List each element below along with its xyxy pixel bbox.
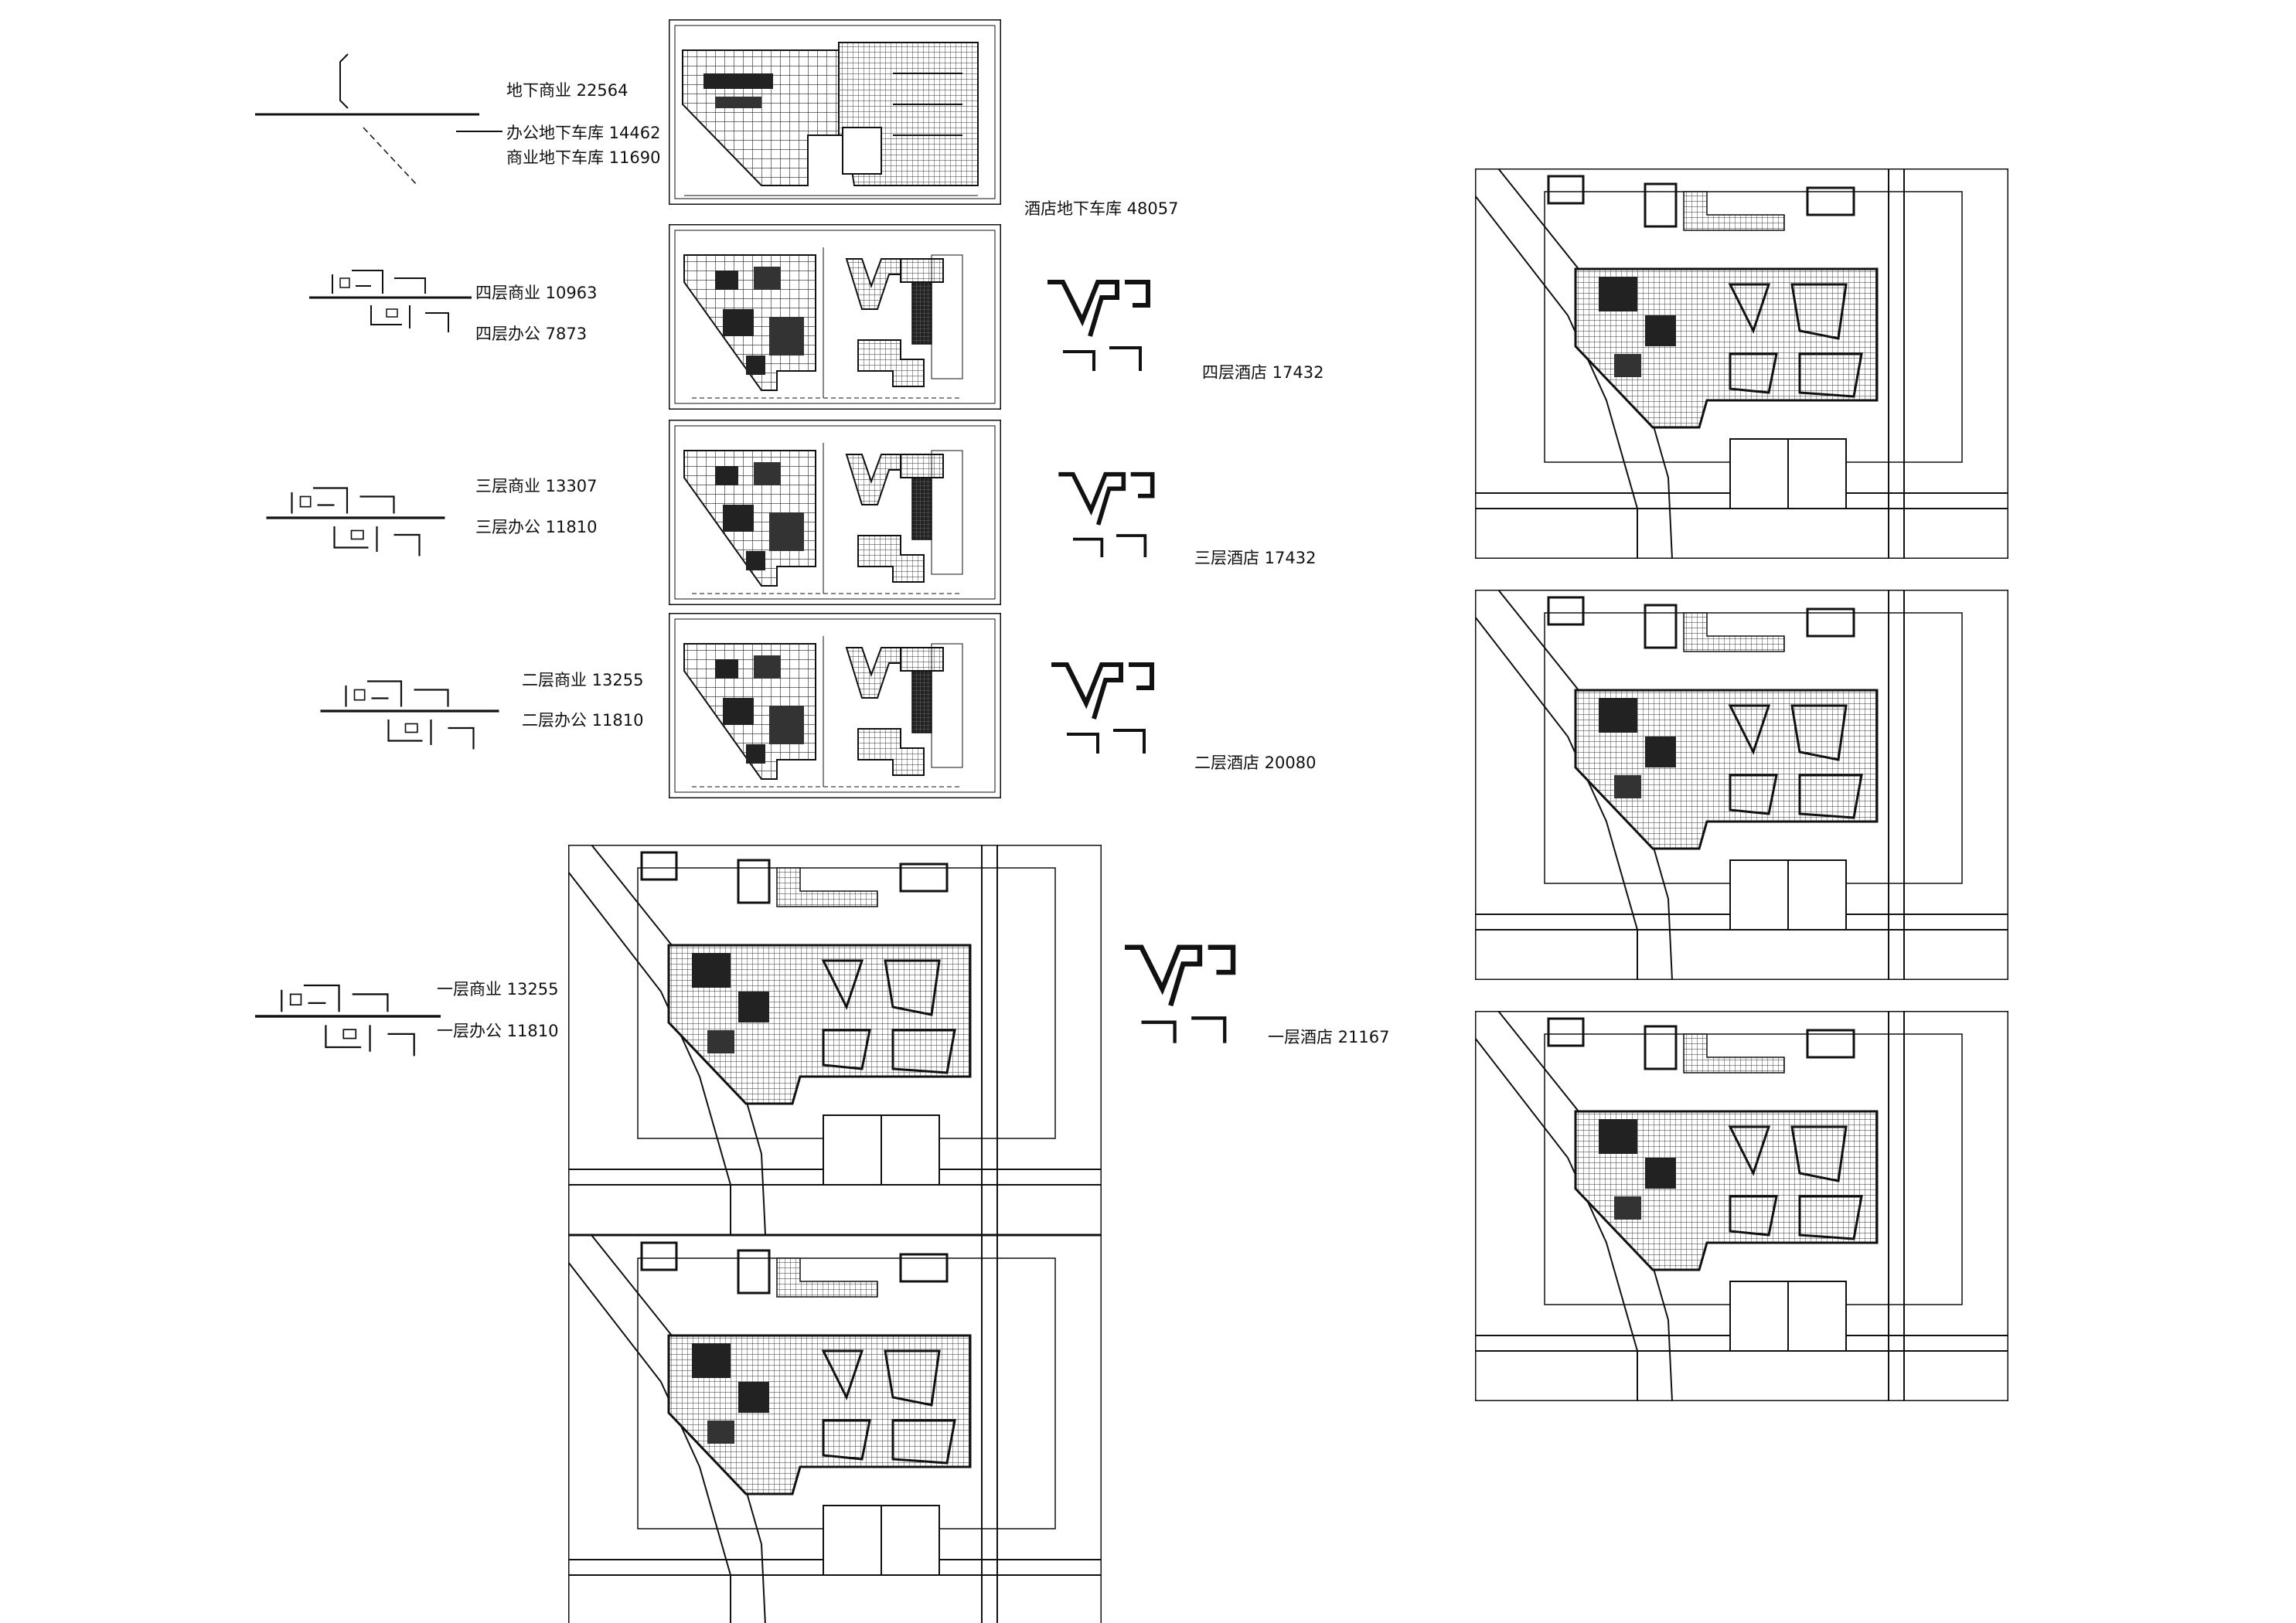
- label-f3-retail: 三层商业 13307: [475, 477, 598, 495]
- label-retail-garage: 商业地下车库 11690: [506, 148, 661, 167]
- label-f1-retail: 一层商业 13255: [437, 980, 559, 999]
- hotel-fragment-2: [1051, 665, 1152, 754]
- section-floor-1: [255, 984, 441, 1058]
- label-f4-hotel: 四层酒店 17432: [1202, 363, 1324, 382]
- hotel-fragment-1: [1125, 948, 1233, 1043]
- site-plan-lower: [568, 1235, 1102, 1623]
- site-plan-right-2: [1475, 590, 2008, 980]
- section-basement: [255, 53, 502, 186]
- hotel-fragment-3: [1058, 475, 1152, 557]
- site-plan-ground: [568, 845, 1102, 1235]
- label-f1-office: 一层办公 11810: [437, 1022, 559, 1040]
- label-f4-office: 四层办公 7873: [475, 325, 588, 343]
- floor-plan-2: [669, 613, 1001, 798]
- label-f2-hotel: 二层酒店 20080: [1194, 754, 1317, 772]
- section-floor-4: [309, 269, 472, 334]
- hotel-fragment-4: [1048, 282, 1148, 371]
- label-hotel-garage: 酒店地下车库 48057: [1024, 199, 1179, 218]
- basement-plan: [669, 19, 1001, 205]
- label-office-garage: 办公地下车库 14462: [506, 124, 661, 142]
- label-f4-retail: 四层商业 10963: [475, 284, 598, 302]
- site-plan-right-1: [1475, 168, 2008, 559]
- floor-plan-4: [669, 224, 1001, 410]
- section-floor-3: [264, 486, 447, 558]
- label-f2-retail: 二层商业 13255: [522, 671, 644, 689]
- label-f1-hotel: 一层酒店 21167: [1268, 1028, 1390, 1046]
- section-floor-2: [319, 679, 501, 751]
- label-f3-hotel: 三层酒店 17432: [1194, 549, 1317, 567]
- site-plan-right-3: [1475, 1011, 2008, 1401]
- label-f2-office: 二层办公 11810: [522, 711, 644, 730]
- floor-plan-3: [669, 420, 1001, 605]
- label-basement-retail: 地下商业 22564: [506, 81, 629, 100]
- label-f3-office: 三层办公 11810: [475, 518, 598, 536]
